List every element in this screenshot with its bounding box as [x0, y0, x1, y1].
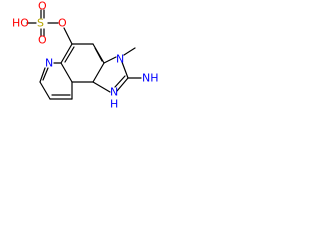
bond-n1-c9b — [92, 81, 111, 93]
atom-sulfur: S — [37, 17, 44, 30]
atom-nitrogen-ring: N — [110, 86, 118, 99]
molecule-structure: O S HO O O N N NH N H — [12, 0, 159, 111]
atom-oxygen-top: O — [38, 0, 47, 13]
atom-nitrogen-methyl: N — [116, 53, 124, 66]
atom-amino: NH — [142, 72, 159, 85]
bond-c3a-c9b — [92, 62, 105, 83]
bond-c5a-c5 — [60, 43, 73, 64]
bond-c9a-c5a — [60, 62, 73, 83]
atom-hydroxyl: HO — [12, 17, 29, 30]
bond-n3-c2 — [121, 61, 129, 79]
bond-c4-c3a-inner — [94, 47, 103, 62]
bond-n-c-inner — [42, 67, 49, 81]
bond-n-c — [39, 67, 46, 83]
atom-nitrogen-pyridine: N — [45, 57, 53, 70]
atom-oxygen-ester: O — [58, 17, 67, 30]
bond-c-c — [39, 81, 51, 100]
bond-c2-n1-inner — [114, 75, 126, 88]
bonds — [26, 9, 142, 100]
bond-c5a-c5-inner — [64, 46, 75, 63]
atom-oxygen-bottom: O — [38, 34, 47, 47]
bond-c3a-n3 — [103, 56, 117, 64]
atom-labels: O S HO O O N N NH N H — [12, 0, 159, 111]
molecule-canvas: O S HO O O N N NH N H — [0, 0, 193, 134]
atom-nitrogen-ring-h: H — [110, 98, 118, 111]
bond-c2-n1 — [116, 77, 129, 92]
bond-n3-methyl — [123, 47, 136, 56]
bond-o-c5 — [63, 27, 73, 45]
